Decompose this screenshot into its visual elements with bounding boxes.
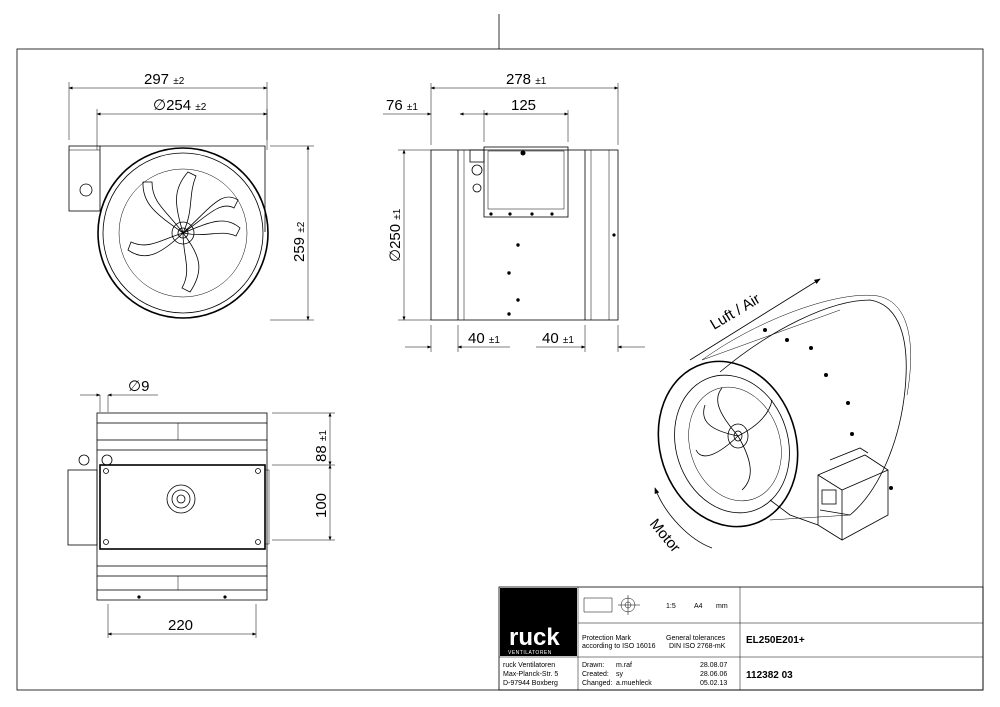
dim-top-88: 88 ±1 [313,430,330,462]
dim-side-box: 125 [511,97,536,114]
dim-top-100: 100 [313,493,330,518]
dim-top-220: 220 [168,617,193,634]
tolerance-standard: DIN ISO 2768-mK [669,643,726,650]
ruck-logo-box [500,588,577,656]
model-number: EL250E201+ [746,635,805,646]
protection-standard: according to ISO 16016 [582,643,656,650]
airflow-label: Luft / Air [707,291,763,334]
front-view [68,82,314,321]
company-name: ruck Ventilatoren [503,662,555,669]
unit-value: mm [716,603,728,610]
logo-subtext: VENTILATOREN [508,650,552,656]
dim-side-left-40: 40 ±1 [468,330,500,347]
general-tolerances: General tolerances [666,635,726,642]
projection-symbol [583,595,640,615]
changed-by: a.muehleck [616,680,652,687]
company-street: Max-Planck-Str. 5 [503,671,558,678]
changed-date: 05.02.13 [700,680,727,687]
dim-side-offset: 76 ±1 [386,97,418,114]
drawn-label: Drawn: [582,662,604,669]
dim-side-right-40: 40 ±1 [542,330,574,347]
dim-front-width: 297 ±2 [144,71,185,88]
drawn-date: 28.08.07 [700,662,727,669]
motor-label: Motor [646,516,684,556]
created-label: Created: [582,671,609,678]
drawn-by: m.raf [616,662,632,669]
title-block [498,586,984,691]
drawing-number: 112382 03 [746,670,793,681]
scale-value: 1:5 [666,603,676,610]
dim-top-hole: ∅9 [128,378,149,395]
side-view [383,83,645,352]
dim-side-length: 278 ±1 [506,71,547,88]
changed-label: Changed: [582,680,612,687]
top-view [67,393,335,638]
protection-mark: Protection Mark [582,635,632,642]
dim-side-diameter: ∅250 ±1 [387,208,404,262]
dim-front-diameter: ∅254 ±2 [153,97,207,114]
created-date: 28.06.06 [700,671,727,678]
logo-text: ruck [509,624,560,651]
dim-front-height: 259 ±2 [291,221,308,262]
company-city: D-97944 Boxberg [503,680,558,687]
format-value: A4 [694,603,703,610]
created-by: sy [616,671,624,678]
isometric-view [654,278,911,549]
